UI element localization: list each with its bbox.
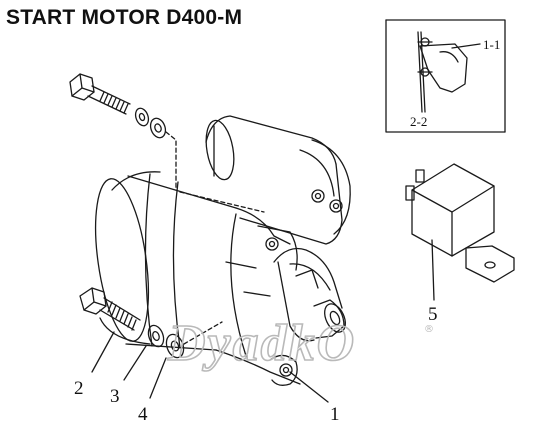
callout-labels: 1-1 2-2 5 2 3 4 1 xyxy=(74,37,500,425)
callout-1-starter-motor: 1 xyxy=(330,404,340,425)
callout-3-spring-washer: 3 xyxy=(110,386,120,407)
callout-inset-2-2: 2-2 xyxy=(410,114,427,129)
relay xyxy=(405,163,515,301)
motor-body xyxy=(94,171,346,386)
lower-bolt-assembly xyxy=(79,287,223,359)
page-title: START MOTOR D400-M xyxy=(6,6,243,29)
watermark: DyadkO ® xyxy=(166,314,434,373)
top-bolt-assembly xyxy=(69,73,177,189)
registered-mark: ® xyxy=(424,324,434,335)
solenoid xyxy=(205,115,351,245)
callout-5-relay: 5 xyxy=(428,304,438,325)
callout-2-bolt: 2 xyxy=(74,378,84,399)
inset-detail xyxy=(385,19,506,133)
callout-4-flat-washer: 4 xyxy=(138,404,148,425)
watermark-text: DyadkO xyxy=(167,315,356,372)
leader-lines xyxy=(91,331,329,403)
callout-inset-1-1: 1-1 xyxy=(483,37,500,52)
